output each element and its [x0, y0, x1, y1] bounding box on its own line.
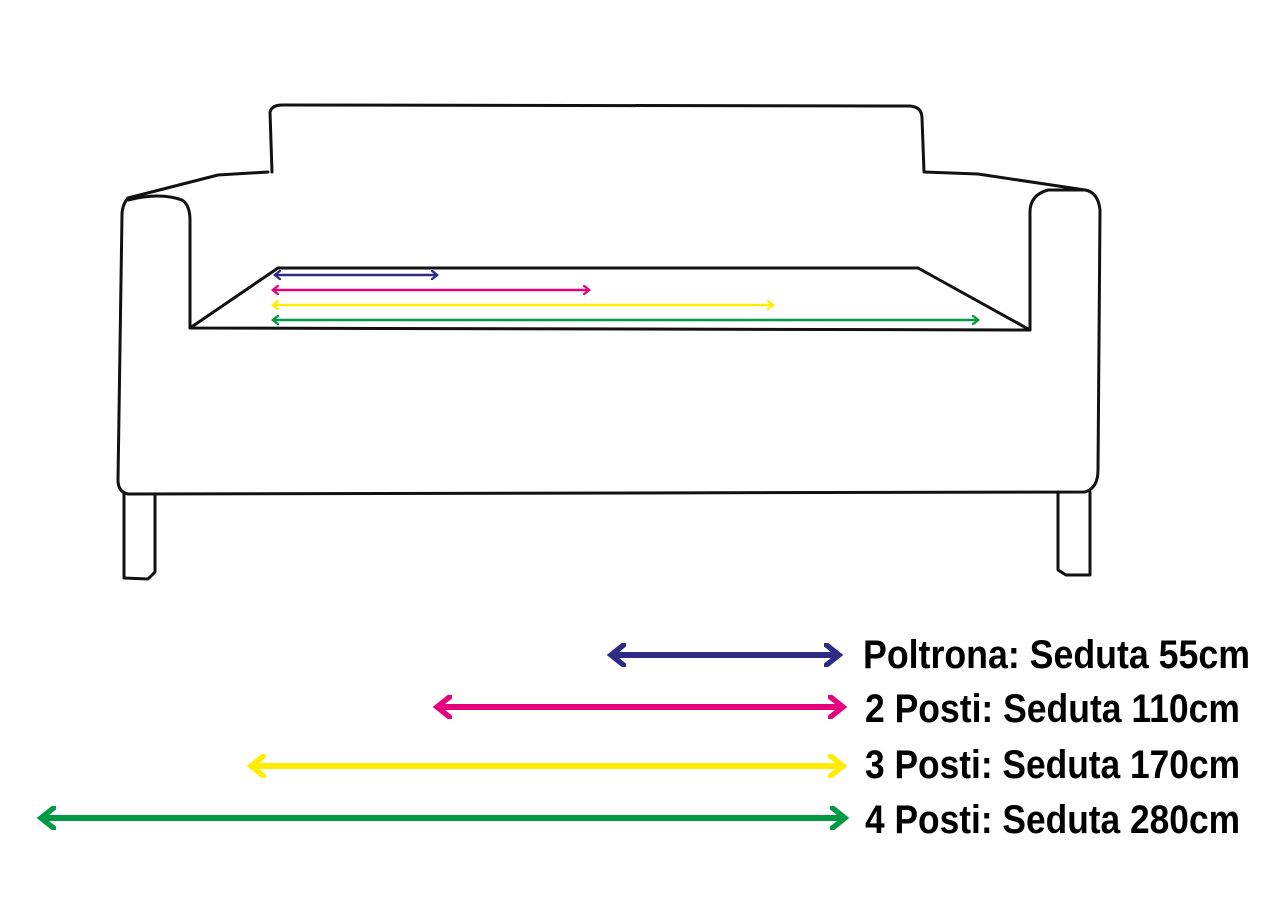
sofa-outline: [116, 103, 1102, 581]
legend: Poltrona: Seduta 55cm 2 Posti: Seduta 11…: [44, 633, 1250, 842]
legend-label-poltrona: Poltrona: Seduta 55cm: [863, 633, 1250, 677]
legend-label-3-posti: 3 Posti: Seduta 170cm: [865, 743, 1240, 787]
seat-arrows: [274, 275, 977, 320]
legend-label-2-posti: 2 Posti: Seduta 110cm: [865, 687, 1240, 731]
legend-label-4-posti: 4 Posti: Seduta 280cm: [865, 798, 1240, 842]
